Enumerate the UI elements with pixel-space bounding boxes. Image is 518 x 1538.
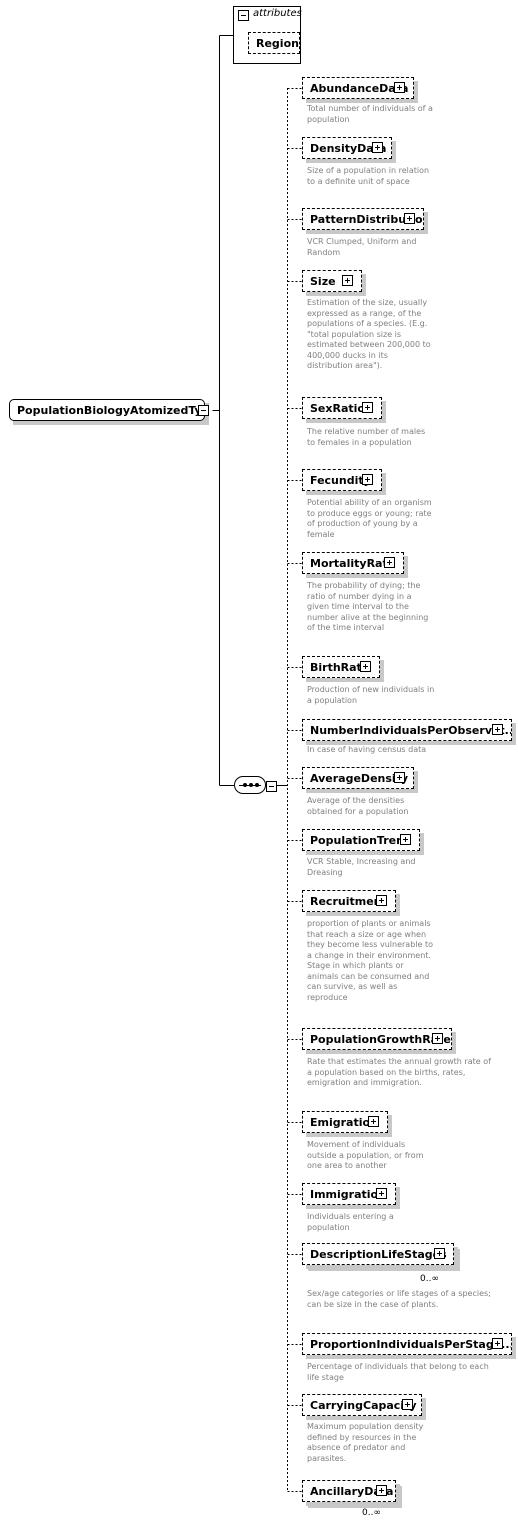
element-node-3[interactable]: Size — [302, 270, 362, 292]
element-description: The relative number of males to females … — [307, 427, 426, 447]
expand-plus-icon[interactable] — [492, 724, 503, 735]
element-description: proportion of plants or animals that rea… — [307, 919, 433, 1002]
element-node-8[interactable]: NumberIndividualsPerObservat... — [302, 719, 512, 741]
expand-plus-icon[interactable] — [372, 142, 383, 153]
element-node-1[interactable]: DensityData — [302, 137, 392, 159]
expand-plus-icon[interactable] — [362, 402, 373, 413]
root-collapse-icon[interactable] — [198, 405, 209, 416]
element-description: Rate that estimates the annual growth ra… — [307, 1057, 491, 1087]
expand-plus-icon[interactable] — [492, 1338, 503, 1349]
sequence-compositor[interactable] — [234, 776, 266, 794]
element-node-11[interactable]: Recruitment — [302, 890, 396, 912]
element-node-12[interactable]: PopulationGrowthRate — [302, 1028, 452, 1050]
element-node-5[interactable]: Fecundity — [302, 469, 382, 491]
element-description: Average of the densities obtained for a … — [307, 796, 409, 816]
element-description: VCR Stable, Increasing and Dreasing — [307, 857, 416, 877]
element-description: Percentage of individuals that belong to… — [307, 1362, 489, 1382]
element-description: Estimation of the size, usually expresse… — [307, 298, 431, 370]
attributes-collapse-icon[interactable] — [238, 10, 249, 21]
sequence-collapse-icon[interactable] — [266, 781, 277, 792]
element-description: VCR Clumped, Uniform and Random — [307, 237, 417, 257]
element-node-15[interactable]: DescriptionLifeStages — [302, 1243, 454, 1265]
cardinality-label: 0..∞ — [420, 1274, 439, 1284]
element-node-10[interactable]: PopulationTrend — [302, 829, 420, 851]
element-description: Individuals entering a population — [307, 1212, 394, 1232]
expand-plus-icon[interactable] — [434, 1248, 445, 1259]
element-node-2[interactable]: PatternDistribution — [302, 208, 424, 230]
expand-plus-icon[interactable] — [360, 661, 371, 672]
expand-plus-icon[interactable] — [368, 1116, 379, 1127]
element-node-14[interactable]: Immigration — [302, 1183, 396, 1205]
root-type-node[interactable]: PopulationBiologyAtomizedType — [9, 399, 205, 421]
element-node-16[interactable]: ProportionIndividualsPerStage... — [302, 1333, 512, 1355]
expand-plus-icon[interactable] — [362, 474, 373, 485]
element-description: The probability of dying; the ratio of n… — [307, 581, 429, 632]
attributes-title: attributes — [253, 8, 302, 19]
expand-plus-icon[interactable] — [384, 557, 395, 568]
element-description: Potential ability of an organism to prod… — [307, 498, 432, 539]
element-description: Sex/age categories or life stages of a s… — [307, 1289, 491, 1309]
expand-plus-icon[interactable] — [394, 82, 405, 93]
expand-plus-icon[interactable] — [402, 1399, 413, 1410]
element-description: Movement of individuals outside a popula… — [307, 1140, 424, 1170]
element-node-18[interactable]: AncillaryData — [302, 1480, 396, 1502]
element-node-9[interactable]: AverageDensity — [302, 767, 414, 789]
expand-plus-icon[interactable] — [400, 834, 411, 845]
cardinality-label: 0..∞ — [362, 1508, 381, 1518]
expand-plus-icon[interactable] — [376, 1485, 387, 1496]
expand-plus-icon[interactable] — [432, 1033, 443, 1044]
element-description: Production of new individuals in a popul… — [307, 685, 435, 705]
element-description: Size of a population in relation to a de… — [307, 166, 430, 186]
element-description: Maximum population density defined by re… — [307, 1422, 424, 1463]
expand-plus-icon[interactable] — [404, 213, 415, 224]
expand-plus-icon[interactable] — [394, 772, 405, 783]
element-description: Total number of individuals of a populat… — [307, 104, 433, 124]
attribute-region[interactable]: Region — [248, 32, 300, 54]
element-node-6[interactable]: MortalityRate — [302, 552, 404, 574]
expand-plus-icon[interactable] — [376, 1188, 387, 1199]
expand-plus-icon[interactable] — [342, 275, 353, 286]
element-description: In case of having census data — [307, 745, 427, 754]
element-node-17[interactable]: CarryingCapacity — [302, 1394, 422, 1416]
expand-plus-icon[interactable] — [376, 895, 387, 906]
element-node-13[interactable]: Emigration — [302, 1111, 388, 1133]
element-node-0[interactable]: AbundanceData — [302, 77, 414, 99]
